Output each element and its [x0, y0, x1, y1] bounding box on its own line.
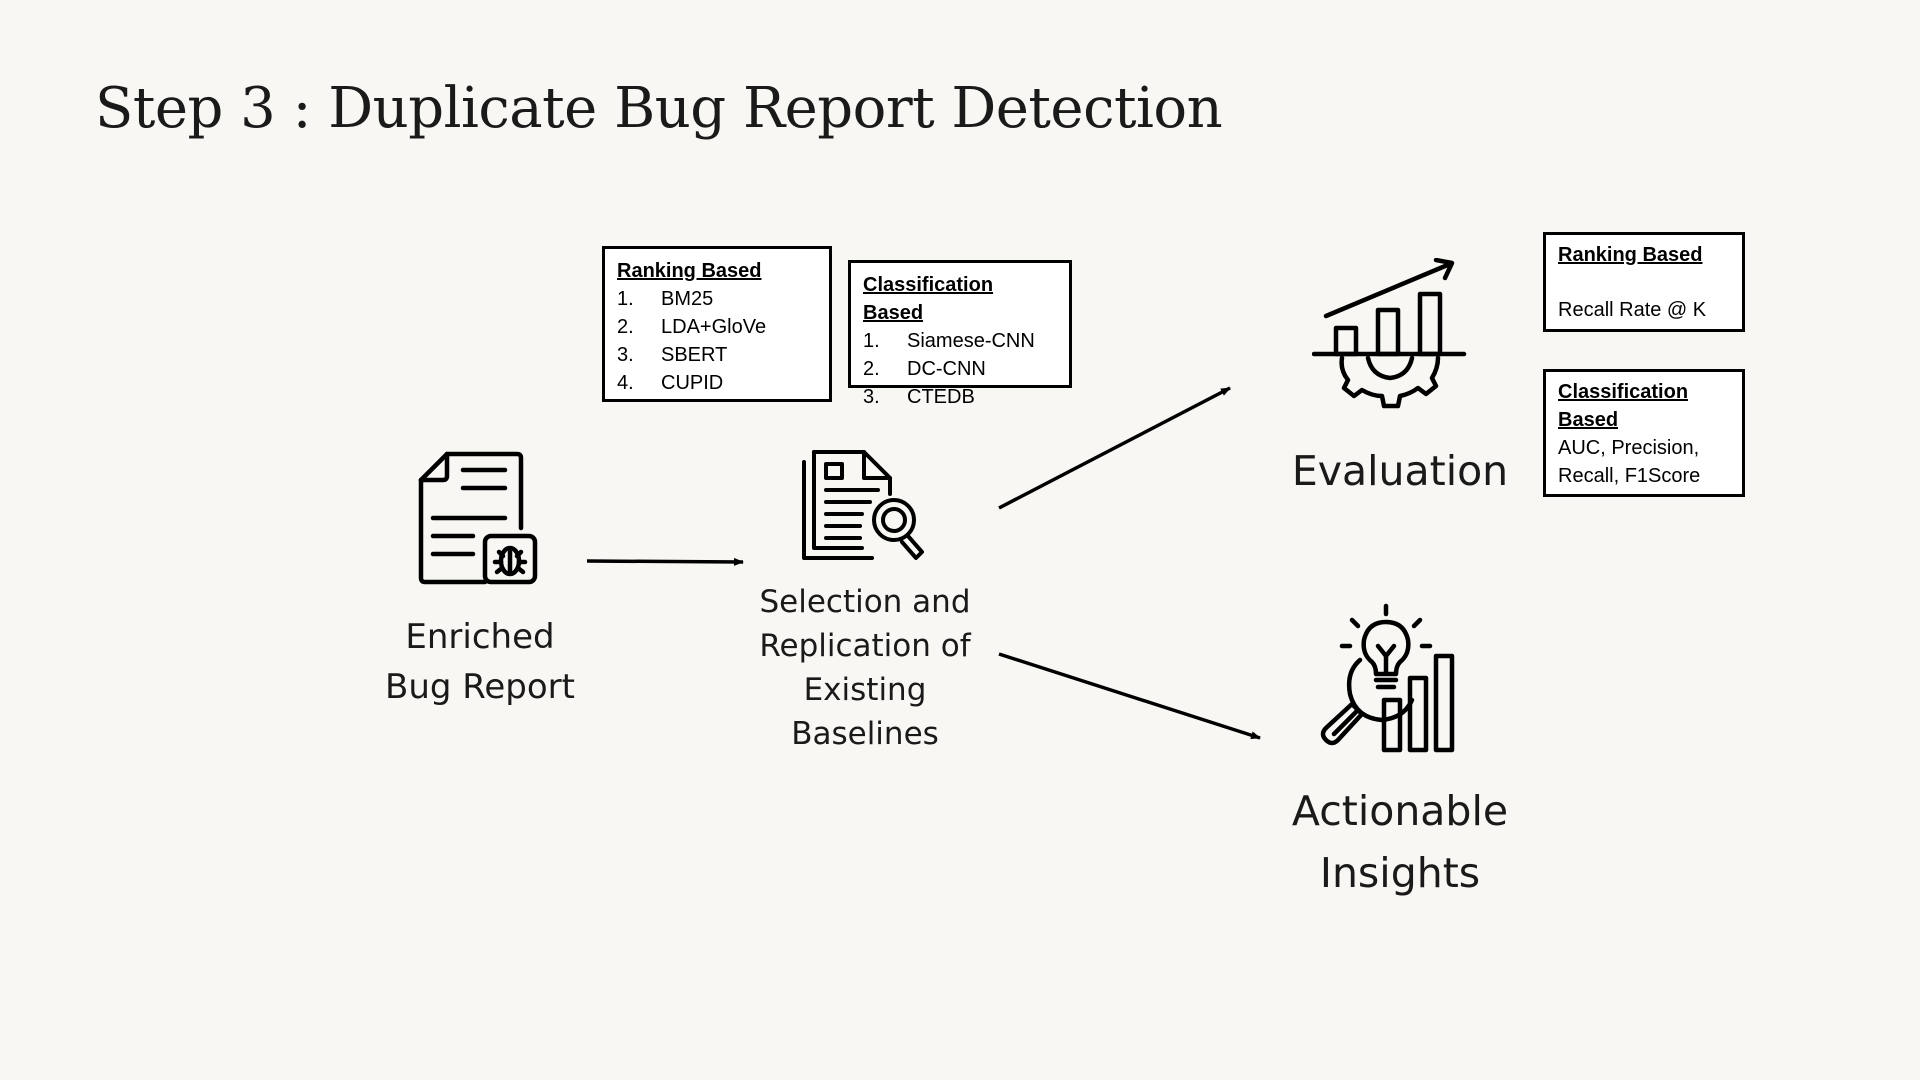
- ranking-baselines-box: Ranking Based 1.BM25 2.LDA+GloVe 3.SBERT…: [602, 246, 832, 402]
- slide-title: Step 3 : Duplicate Bug Report Detection: [95, 76, 1223, 141]
- ranking-baselines-heading: Ranking Based: [617, 260, 762, 282]
- list-item: 1.BM25: [617, 288, 714, 310]
- classification-metrics-heading: Classification Based: [1558, 381, 1689, 431]
- insights-label-line1: Actionable: [1291, 787, 1509, 835]
- selection-label-line1: Selection and: [759, 584, 971, 620]
- list-item: 3.CTEDB: [863, 386, 975, 408]
- selection-replication-label: Selection and Replication of Existing Ba…: [740, 580, 990, 756]
- chart-gear-icon: [1312, 258, 1467, 409]
- bug-report-document-icon: [418, 451, 538, 585]
- ranking-metrics-heading: Ranking Based: [1558, 244, 1703, 266]
- selection-label-line2: Replication of: [759, 628, 971, 664]
- classification-metric-line2: Recall, F1Score: [1558, 465, 1701, 487]
- arrow-enriched-to-selection: [586, 557, 744, 566]
- actionable-insights-label: Actionable Insights: [1270, 780, 1530, 904]
- arrow-selection-to-insights: [998, 652, 1261, 740]
- ranking-metrics-box: Ranking Based Recall Rate @ K: [1543, 232, 1745, 332]
- lightbulb-analytics-icon: [1320, 603, 1455, 753]
- list-item: 2.DC-CNN: [863, 358, 986, 380]
- enriched-label-line2: Bug Report: [385, 667, 575, 707]
- arrow-selection-to-evaluation: [998, 386, 1231, 510]
- document-search-icon: [802, 450, 924, 560]
- selection-label-line4: Baselines: [791, 716, 939, 752]
- list-item: 2.LDA+GloVe: [617, 316, 767, 338]
- classification-baselines-box: Classification Based 1.Siamese-CNN 2.DC-…: [848, 260, 1072, 408]
- enriched-label-line1: Enriched: [405, 617, 555, 657]
- insights-label-line2: Insights: [1319, 849, 1481, 897]
- classification-metric-line1: AUC, Precision,: [1558, 437, 1700, 459]
- list-item: 1.Siamese-CNN: [863, 330, 1035, 352]
- classification-baselines-heading: Classification Based: [863, 274, 994, 324]
- evaluation-label: Evaluation: [1291, 447, 1509, 495]
- ranking-metric-text: Recall Rate @ K: [1558, 299, 1707, 321]
- selection-label-line3: Existing: [803, 672, 927, 708]
- list-item: 4.CUPID: [617, 372, 724, 394]
- ranking-baselines-list: 1.BM25 2.LDA+GloVe 3.SBERT 4.CUPID: [617, 285, 817, 397]
- enriched-bug-report-label: Enriched Bug Report: [355, 612, 605, 712]
- list-item: 3.SBERT: [617, 344, 728, 366]
- classification-baselines-list: 1.Siamese-CNN 2.DC-CNN 3.CTEDB: [863, 327, 1057, 411]
- classification-metrics-box: Classification Based AUC, Precision, Rec…: [1543, 369, 1745, 497]
